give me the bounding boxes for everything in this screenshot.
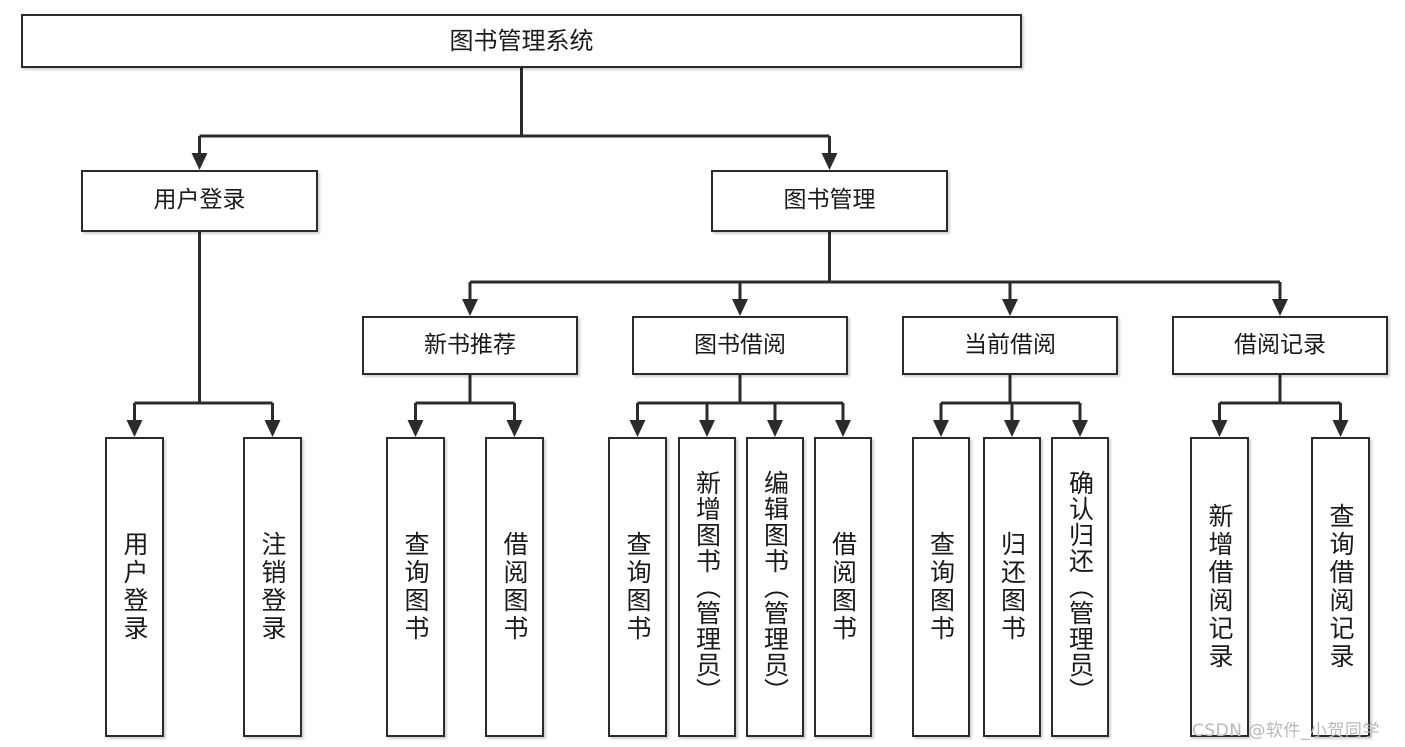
- node-label: 新书推荐: [424, 331, 516, 358]
- node-leaf12[interactable]: 新增借阅记录: [1190, 437, 1249, 737]
- node-leaf4[interactable]: 借阅图书: [485, 437, 544, 737]
- node-label: 编辑图书（管理员）: [760, 470, 790, 704]
- node-label: 查询借阅记录: [1326, 503, 1355, 671]
- node-l3c[interactable]: 当前借阅: [902, 316, 1118, 375]
- node-label: 用户登录: [120, 531, 149, 643]
- node-label: 借阅图书: [828, 531, 858, 643]
- node-label: 注销登录: [258, 531, 287, 643]
- node-leaf7[interactable]: 编辑图书（管理员）: [746, 437, 804, 737]
- node-leaf10[interactable]: 归还图书: [983, 437, 1041, 737]
- node-l3a[interactable]: 新书推荐: [362, 316, 578, 375]
- node-label: 查询图书: [623, 531, 652, 643]
- node-l3d[interactable]: 借阅记录: [1172, 316, 1388, 375]
- node-label: 借阅记录: [1234, 331, 1326, 358]
- node-label: 当前借阅: [964, 331, 1056, 358]
- node-leaf3[interactable]: 查询图书: [386, 437, 445, 737]
- node-label: 用户登录: [153, 187, 246, 214]
- node-leaf13[interactable]: 查询借阅记录: [1311, 437, 1370, 737]
- node-leaf8[interactable]: 借阅图书: [814, 437, 872, 737]
- node-leaf1[interactable]: 用户登录: [105, 437, 164, 737]
- node-label: 确认归还（管理员）: [1065, 470, 1095, 704]
- node-leaf5[interactable]: 查询图书: [608, 437, 667, 737]
- watermark: CSDN @软件_小贺同学: [1192, 721, 1380, 741]
- node-leaf11[interactable]: 确认归还（管理员）: [1051, 437, 1109, 737]
- node-l2a[interactable]: 用户登录: [81, 170, 318, 232]
- node-label: 查询图书: [401, 531, 430, 643]
- node-label: 查询图书: [926, 531, 956, 643]
- node-label: 图书管理系统: [449, 26, 594, 55]
- node-label: 新增图书（管理员）: [692, 470, 722, 704]
- node-label: 新增借阅记录: [1205, 503, 1234, 671]
- node-label: 归还图书: [997, 531, 1027, 643]
- node-label: 图书管理: [783, 187, 876, 214]
- node-root[interactable]: 图书管理系统: [21, 14, 1022, 68]
- node-label: 图书借阅: [694, 331, 786, 358]
- node-l2b[interactable]: 图书管理: [711, 170, 948, 232]
- node-l3b[interactable]: 图书借阅: [632, 316, 848, 375]
- node-leaf9[interactable]: 查询图书: [912, 437, 970, 737]
- node-leaf2[interactable]: 注销登录: [243, 437, 302, 737]
- node-leaf6[interactable]: 新增图书（管理员）: [678, 437, 736, 737]
- node-label: 借阅图书: [500, 531, 529, 643]
